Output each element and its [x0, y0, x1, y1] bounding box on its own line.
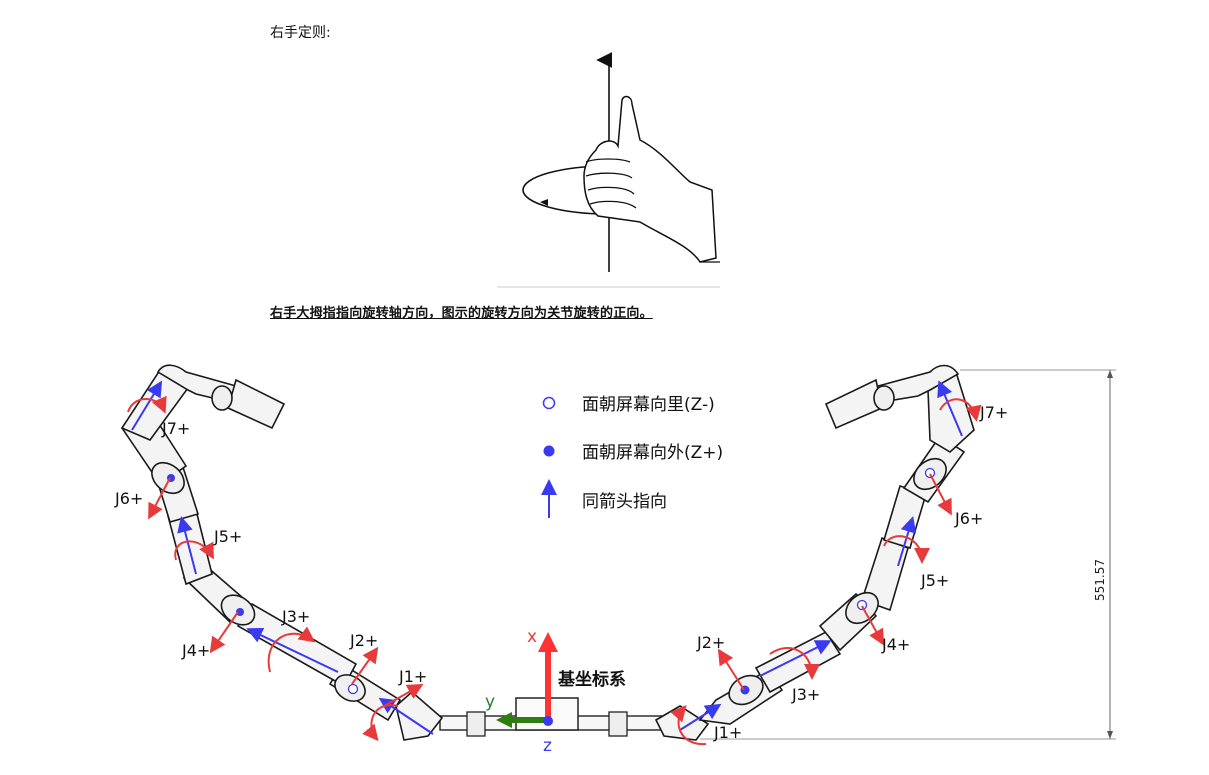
right-hand-rule-illustration [497, 52, 720, 288]
right-j2-label: J2+ [696, 633, 725, 652]
legend-item-outward: 面朝屏幕向外(Z+) [582, 443, 723, 463]
base-frame: x y z 基坐标系 [485, 627, 626, 756]
base-frame-label: 基坐标系 [557, 669, 626, 690]
left-arm: J1+ J2+ J3+ J4+ J5+ J6+ J7+ [114, 364, 444, 742]
right-j5-label: J5+ [920, 571, 949, 590]
legend: 面朝屏幕向里(Z-) 面朝屏幕向外(Z+) 同箭头指向 [541, 395, 723, 518]
hollow-circle-icon [542, 396, 556, 410]
left-j4-label: J4+ [181, 641, 210, 660]
dimension-value: 551.57 [1093, 559, 1107, 601]
filled-circle-icon [543, 445, 555, 457]
right-j7-label: J7+ [979, 403, 1008, 422]
legend-item-inward: 面朝屏幕向里(Z-) [582, 395, 715, 415]
left-j3-label: J3+ [281, 607, 310, 626]
right-j6-label: J6+ [954, 509, 983, 528]
left-j2-label: J2+ [349, 631, 378, 650]
z-axis-label: z [543, 736, 552, 756]
x-axis-label: x [527, 627, 537, 647]
rule-heading: 右手定则: [270, 25, 331, 41]
left-j1-label: J1+ [398, 667, 427, 686]
left-j5-label: J5+ [213, 527, 242, 546]
legend-item-arrow: 同箭头指向 [582, 492, 667, 512]
right-j3-label: J3+ [791, 685, 820, 704]
left-j6-label: J6+ [114, 489, 143, 508]
rule-caption: 右手大拇指指向旋转轴方向，图示的旋转方向为关节旋转的正向。 [270, 306, 653, 321]
right-j1-label: J1+ [713, 723, 742, 742]
right-j4-label: J4+ [881, 635, 910, 654]
dimension-annotation: 551.57 [700, 369, 1116, 740]
base-rail [439, 697, 681, 737]
z-axis-dot-icon [543, 716, 553, 726]
left-j7-label: J7+ [161, 419, 190, 438]
right-arm: J1+ J2+ J3+ J4+ J5+ J6+ J7+ [654, 364, 1008, 746]
y-axis-label: y [485, 692, 495, 712]
